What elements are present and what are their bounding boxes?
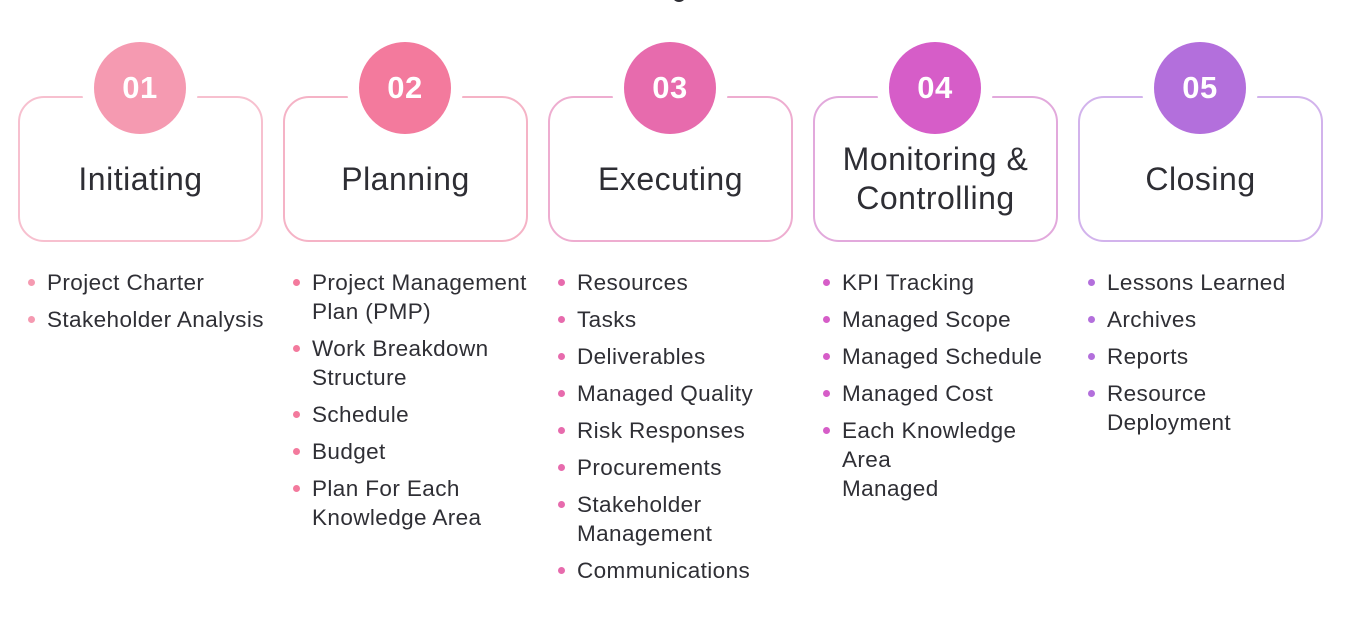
list-item: Budget (293, 437, 527, 466)
bullet-dot-icon (1088, 316, 1095, 323)
phase-item-list: KPI Tracking Managed Scope Managed Sched… (823, 268, 1060, 511)
bullet-dot-icon (558, 316, 565, 323)
bullet-dot-icon (293, 279, 300, 286)
list-item: Resources (558, 268, 753, 297)
bullet-dot-icon (293, 485, 300, 492)
phase-planning: Planning 02 Project Management Plan (PMP… (265, 0, 530, 637)
phase-monitoring-controlling: Monitoring & Controlling 04 KPI Tracking… (795, 0, 1060, 637)
bullet-dot-icon (1088, 279, 1095, 286)
phase-title: Closing (1145, 160, 1256, 197)
bullet-dot-icon (558, 390, 565, 397)
bullet-dot-icon (1088, 353, 1095, 360)
list-item: Reports (1088, 342, 1325, 371)
phase-item-list: Project Charter Stakeholder Analysis (28, 268, 264, 342)
bullet-dot-icon (293, 411, 300, 418)
cropped-title-fragment (672, 0, 686, 2)
list-item: Work Breakdown Structure (293, 334, 527, 392)
bullet-dot-icon (823, 279, 830, 286)
phase-title: Executing (597, 160, 744, 197)
list-item: Stakeholder Analysis (28, 305, 264, 334)
bullet-dot-icon (558, 464, 565, 471)
list-item: Project Charter (28, 268, 264, 297)
phase-number-badge: 05 (1154, 42, 1246, 134)
phase-closing: Closing 05 Lessons Learned Archives Repo… (1060, 0, 1325, 637)
bullet-dot-icon (823, 353, 830, 360)
list-item: Plan For Each Knowledge Area (293, 474, 527, 532)
bullet-dot-icon (28, 316, 35, 323)
phase-item-list: Lessons Learned Archives Reports Resourc… (1088, 268, 1325, 445)
list-item: Deliverables (558, 342, 753, 371)
phase-number-badge: 01 (94, 42, 186, 134)
bullet-dot-icon (1088, 390, 1095, 397)
phase-item-list: Project Management Plan (PMP) Work Break… (293, 268, 527, 540)
list-item: Managed Schedule (823, 342, 1060, 371)
list-item: Project Management Plan (PMP) (293, 268, 527, 326)
list-item: KPI Tracking (823, 268, 1060, 297)
list-item: Each Knowledge Area Managed (823, 416, 1060, 503)
list-item: Managed Cost (823, 379, 1060, 408)
list-item: Communications (558, 556, 753, 585)
phase-box: Executing (548, 96, 793, 242)
bullet-dot-icon (293, 345, 300, 352)
list-item: Lessons Learned (1088, 268, 1325, 297)
list-item: Stakeholder Management (558, 490, 753, 548)
list-item: Managed Scope (823, 305, 1060, 334)
bullet-dot-icon (558, 279, 565, 286)
phase-number-badge: 02 (359, 42, 451, 134)
list-item: Archives (1088, 305, 1325, 334)
bullet-dot-icon (293, 448, 300, 455)
phase-title: Planning (341, 160, 470, 197)
bullet-dot-icon (558, 353, 565, 360)
list-item: Risk Responses (558, 416, 753, 445)
phase-number-badge: 03 (624, 42, 716, 134)
list-item: Managed Quality (558, 379, 753, 408)
phase-number-badge: 04 (889, 42, 981, 134)
list-item: Procurements (558, 453, 753, 482)
phase-title: Monitoring & Controlling (842, 141, 1029, 216)
bullet-dot-icon (558, 501, 565, 508)
bullet-dot-icon (558, 427, 565, 434)
phase-box: Closing (1078, 96, 1323, 242)
list-item: Resource Deployment (1088, 379, 1325, 437)
bullet-dot-icon (823, 390, 830, 397)
bullet-dot-icon (558, 567, 565, 574)
list-item: Tasks (558, 305, 753, 334)
phase-item-list: Resources Tasks Deliverables Managed Qua… (558, 268, 753, 593)
phase-executing: Executing 03 Resources Tasks Deliverable… (530, 0, 795, 637)
bullet-dot-icon (28, 279, 35, 286)
bullet-dot-icon (823, 316, 830, 323)
phase-initiating: Initiating 01 Project Charter Stakeholde… (0, 0, 265, 637)
phase-title: Initiating (78, 160, 203, 197)
bullet-dot-icon (823, 427, 830, 434)
list-item: Schedule (293, 400, 527, 429)
